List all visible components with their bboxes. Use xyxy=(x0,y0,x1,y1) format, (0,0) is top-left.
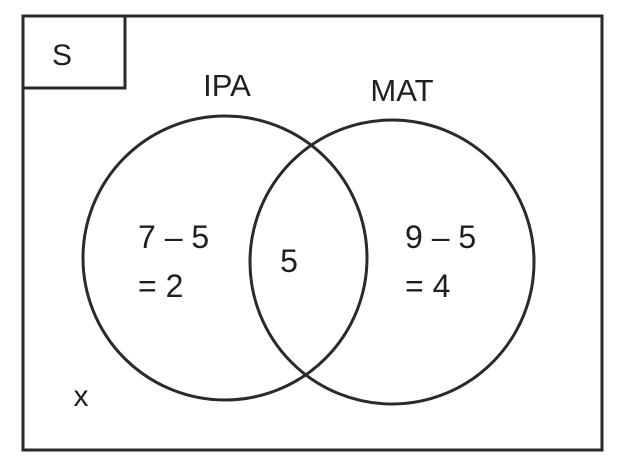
set-ipa-label: IPA xyxy=(203,68,251,103)
region-ipa-only-line2: = 2 xyxy=(138,268,183,304)
region-intersection-value: 5 xyxy=(280,243,298,279)
universe-label: S xyxy=(52,39,72,72)
universe-label-box xyxy=(21,14,127,90)
set-mat-label: MAT xyxy=(370,73,433,108)
set-ipa-circle xyxy=(81,114,369,402)
region-ipa-only-line1: 7 – 5 xyxy=(138,219,209,255)
region-outside-value: x xyxy=(74,380,89,413)
universe-rectangle xyxy=(21,14,604,452)
region-mat-only-line1: 9 – 5 xyxy=(405,219,476,255)
region-mat-only-line2: = 4 xyxy=(405,268,450,304)
set-mat-circle xyxy=(248,118,536,406)
